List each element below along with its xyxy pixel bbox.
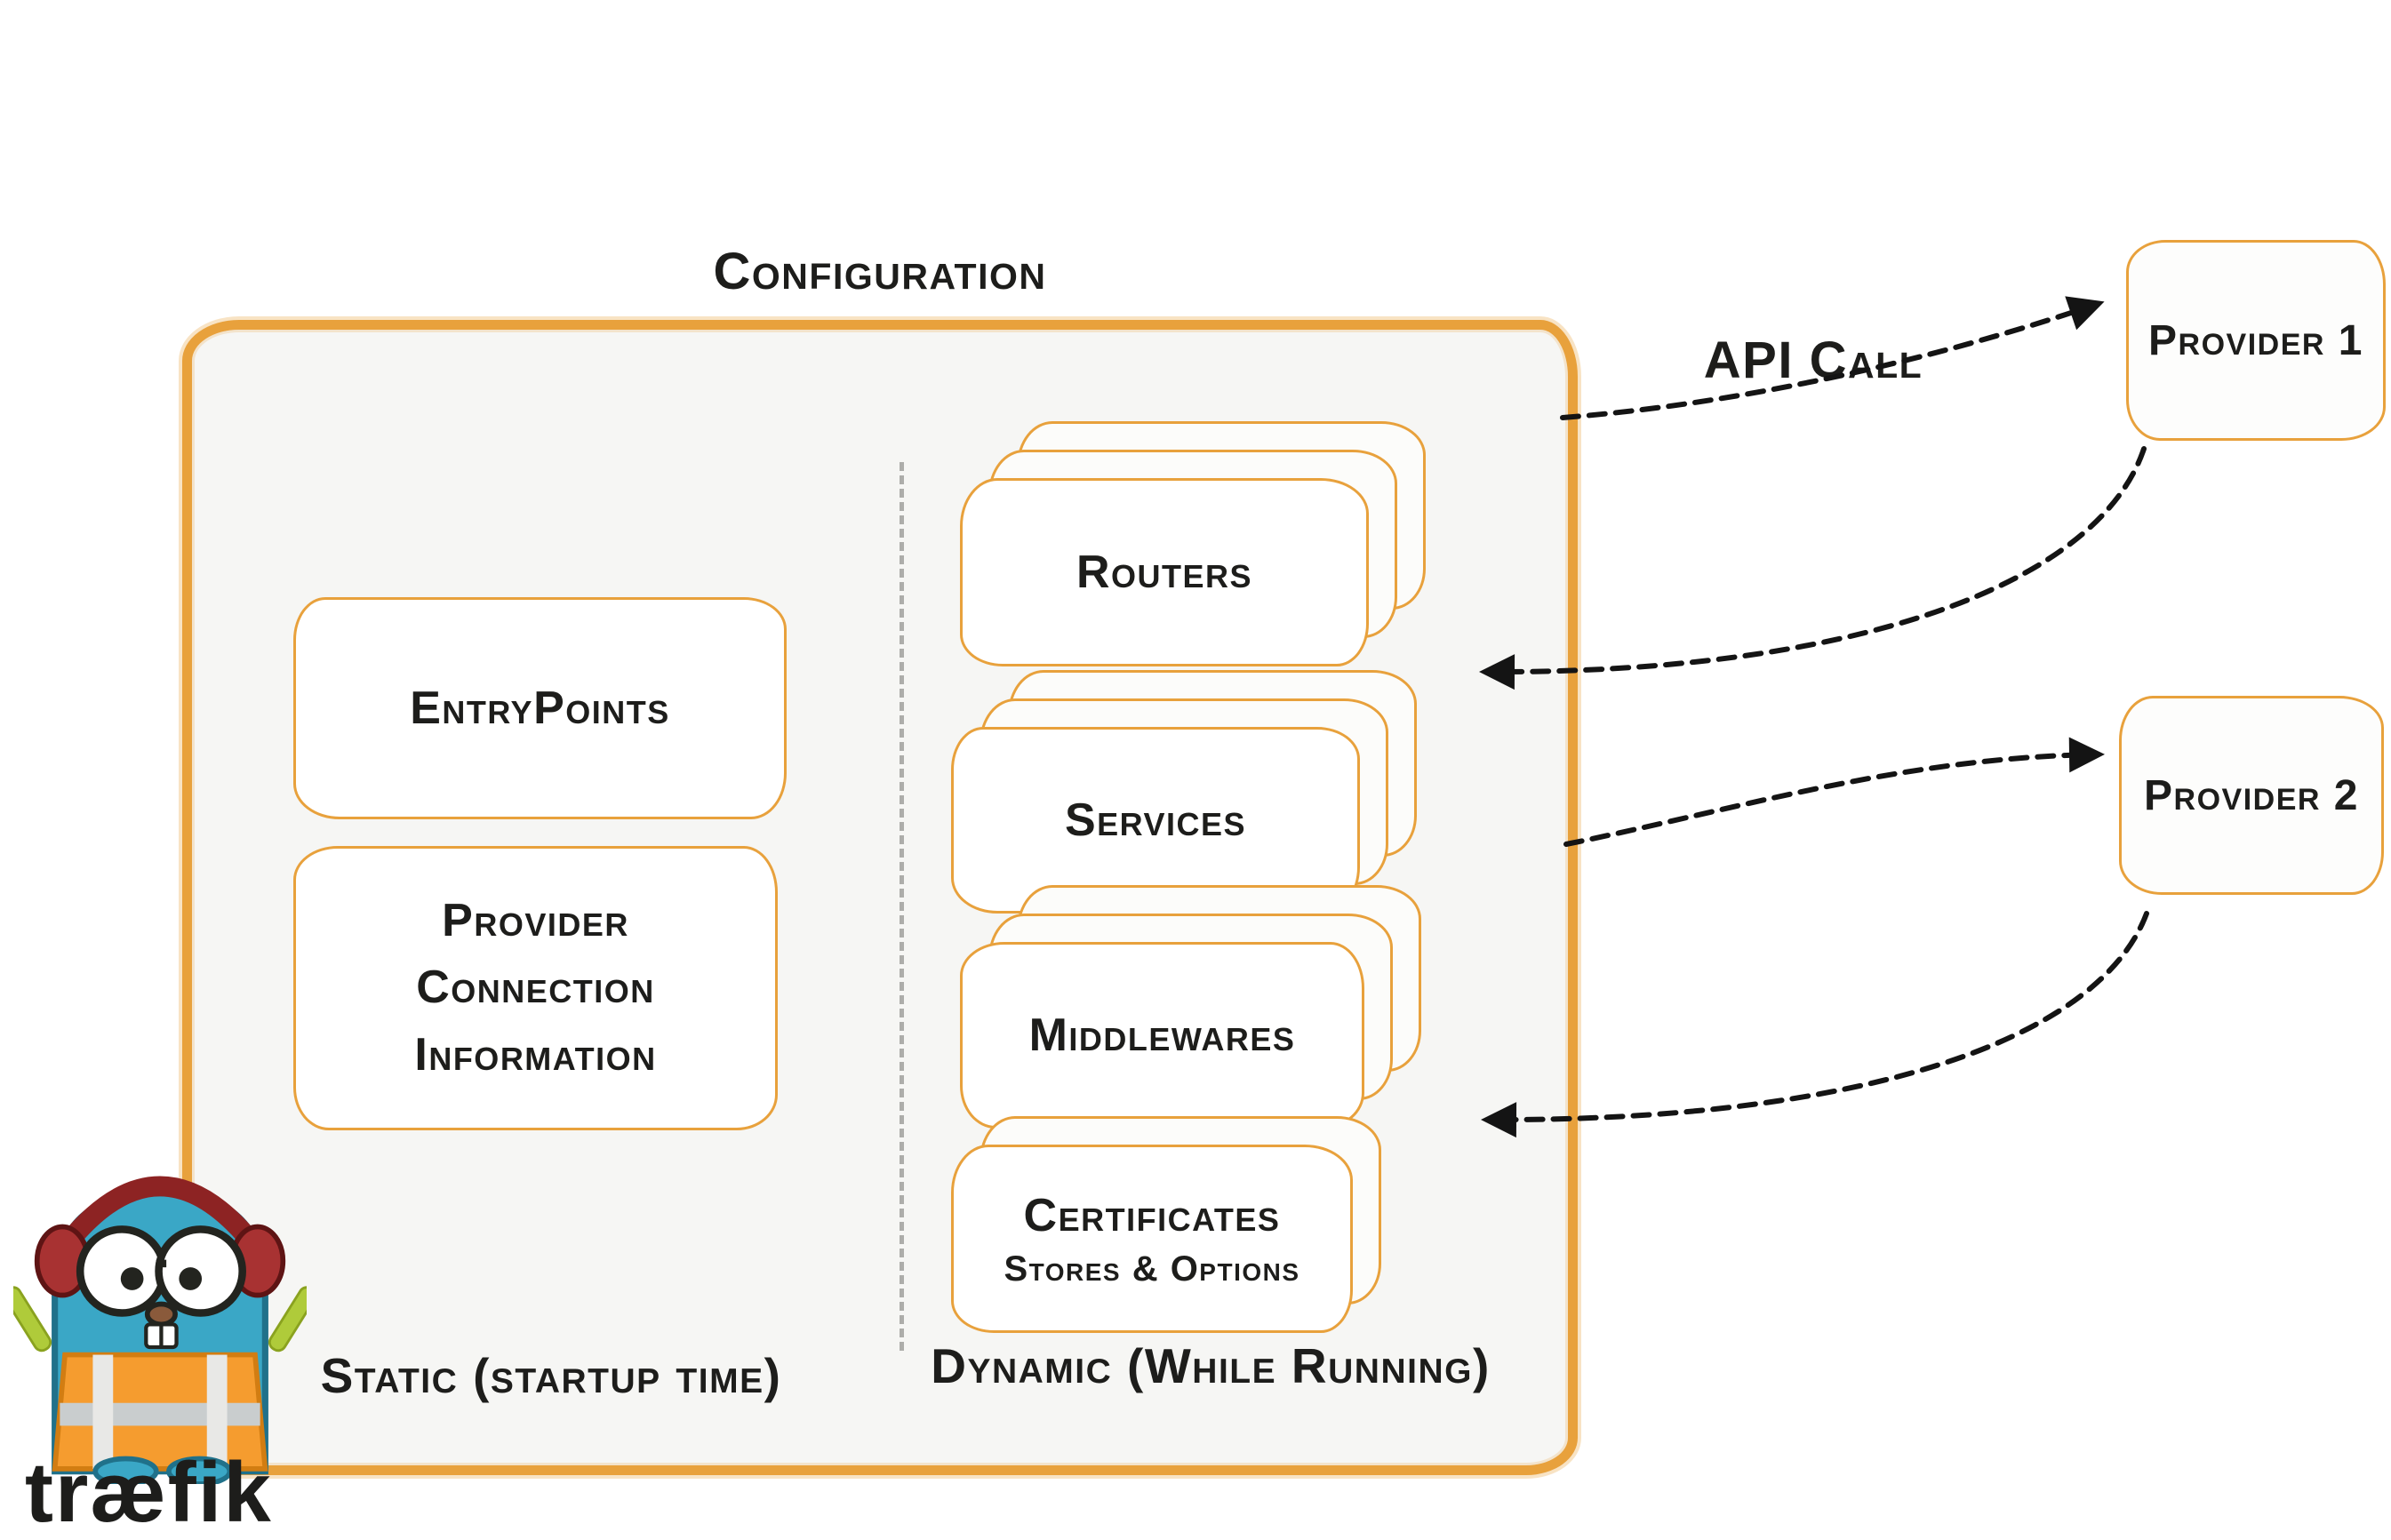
provider2-call-arrow (1563, 737, 2105, 847)
provider-1-label: Provider 1 (2148, 316, 2363, 364)
routers-card: Routers (960, 478, 1369, 666)
traefik-wordmark: træfik (25, 1445, 273, 1540)
provider-1-box: Provider 1 (2126, 240, 2386, 441)
certificates-stack: Certificates Stores & Options (951, 1116, 1381, 1333)
routers-label: Routers (1076, 547, 1253, 598)
provider-2-label: Provider 2 (2144, 771, 2359, 819)
static-dynamic-divider (900, 462, 904, 1351)
certificates-sublabel: Stores & Options (1004, 1249, 1300, 1289)
api-call-label: API Call (1703, 331, 1923, 389)
provider-2-box: Provider 2 (2119, 696, 2384, 895)
services-stack: Services (951, 670, 1417, 914)
diagram-title: Configuration (713, 243, 1047, 300)
middlewares-card: Middlewares (960, 942, 1364, 1129)
middlewares-label: Middlewares (1028, 1009, 1296, 1061)
provider1-return-arrow (1479, 446, 2147, 690)
dynamic-caption: Dynamic (While Running) (931, 1338, 1491, 1393)
provider-connection-info-box: Provider Connection Information (293, 846, 778, 1130)
provider-connection-info-label: Provider Connection Information (414, 894, 657, 1081)
entrypoints-label: EntryPoints (410, 682, 670, 734)
services-label: Services (1064, 794, 1247, 846)
middlewares-stack: Middlewares (960, 885, 1421, 1129)
entrypoints-card: EntryPoints (293, 597, 787, 819)
provider-connection-info-card: Provider Connection Information (293, 846, 778, 1130)
static-caption: Static (startup time) (320, 1348, 782, 1403)
provider2-return-arrow (1481, 911, 2149, 1138)
certificates-card: Certificates Stores & Options (951, 1145, 1353, 1333)
certificates-label: Certificates (1023, 1189, 1281, 1241)
services-card: Services (951, 727, 1360, 914)
traefik-gopher-mascot-icon (3, 1142, 317, 1487)
entrypoints-box: EntryPoints (293, 597, 787, 819)
routers-stack: Routers (960, 421, 1426, 666)
